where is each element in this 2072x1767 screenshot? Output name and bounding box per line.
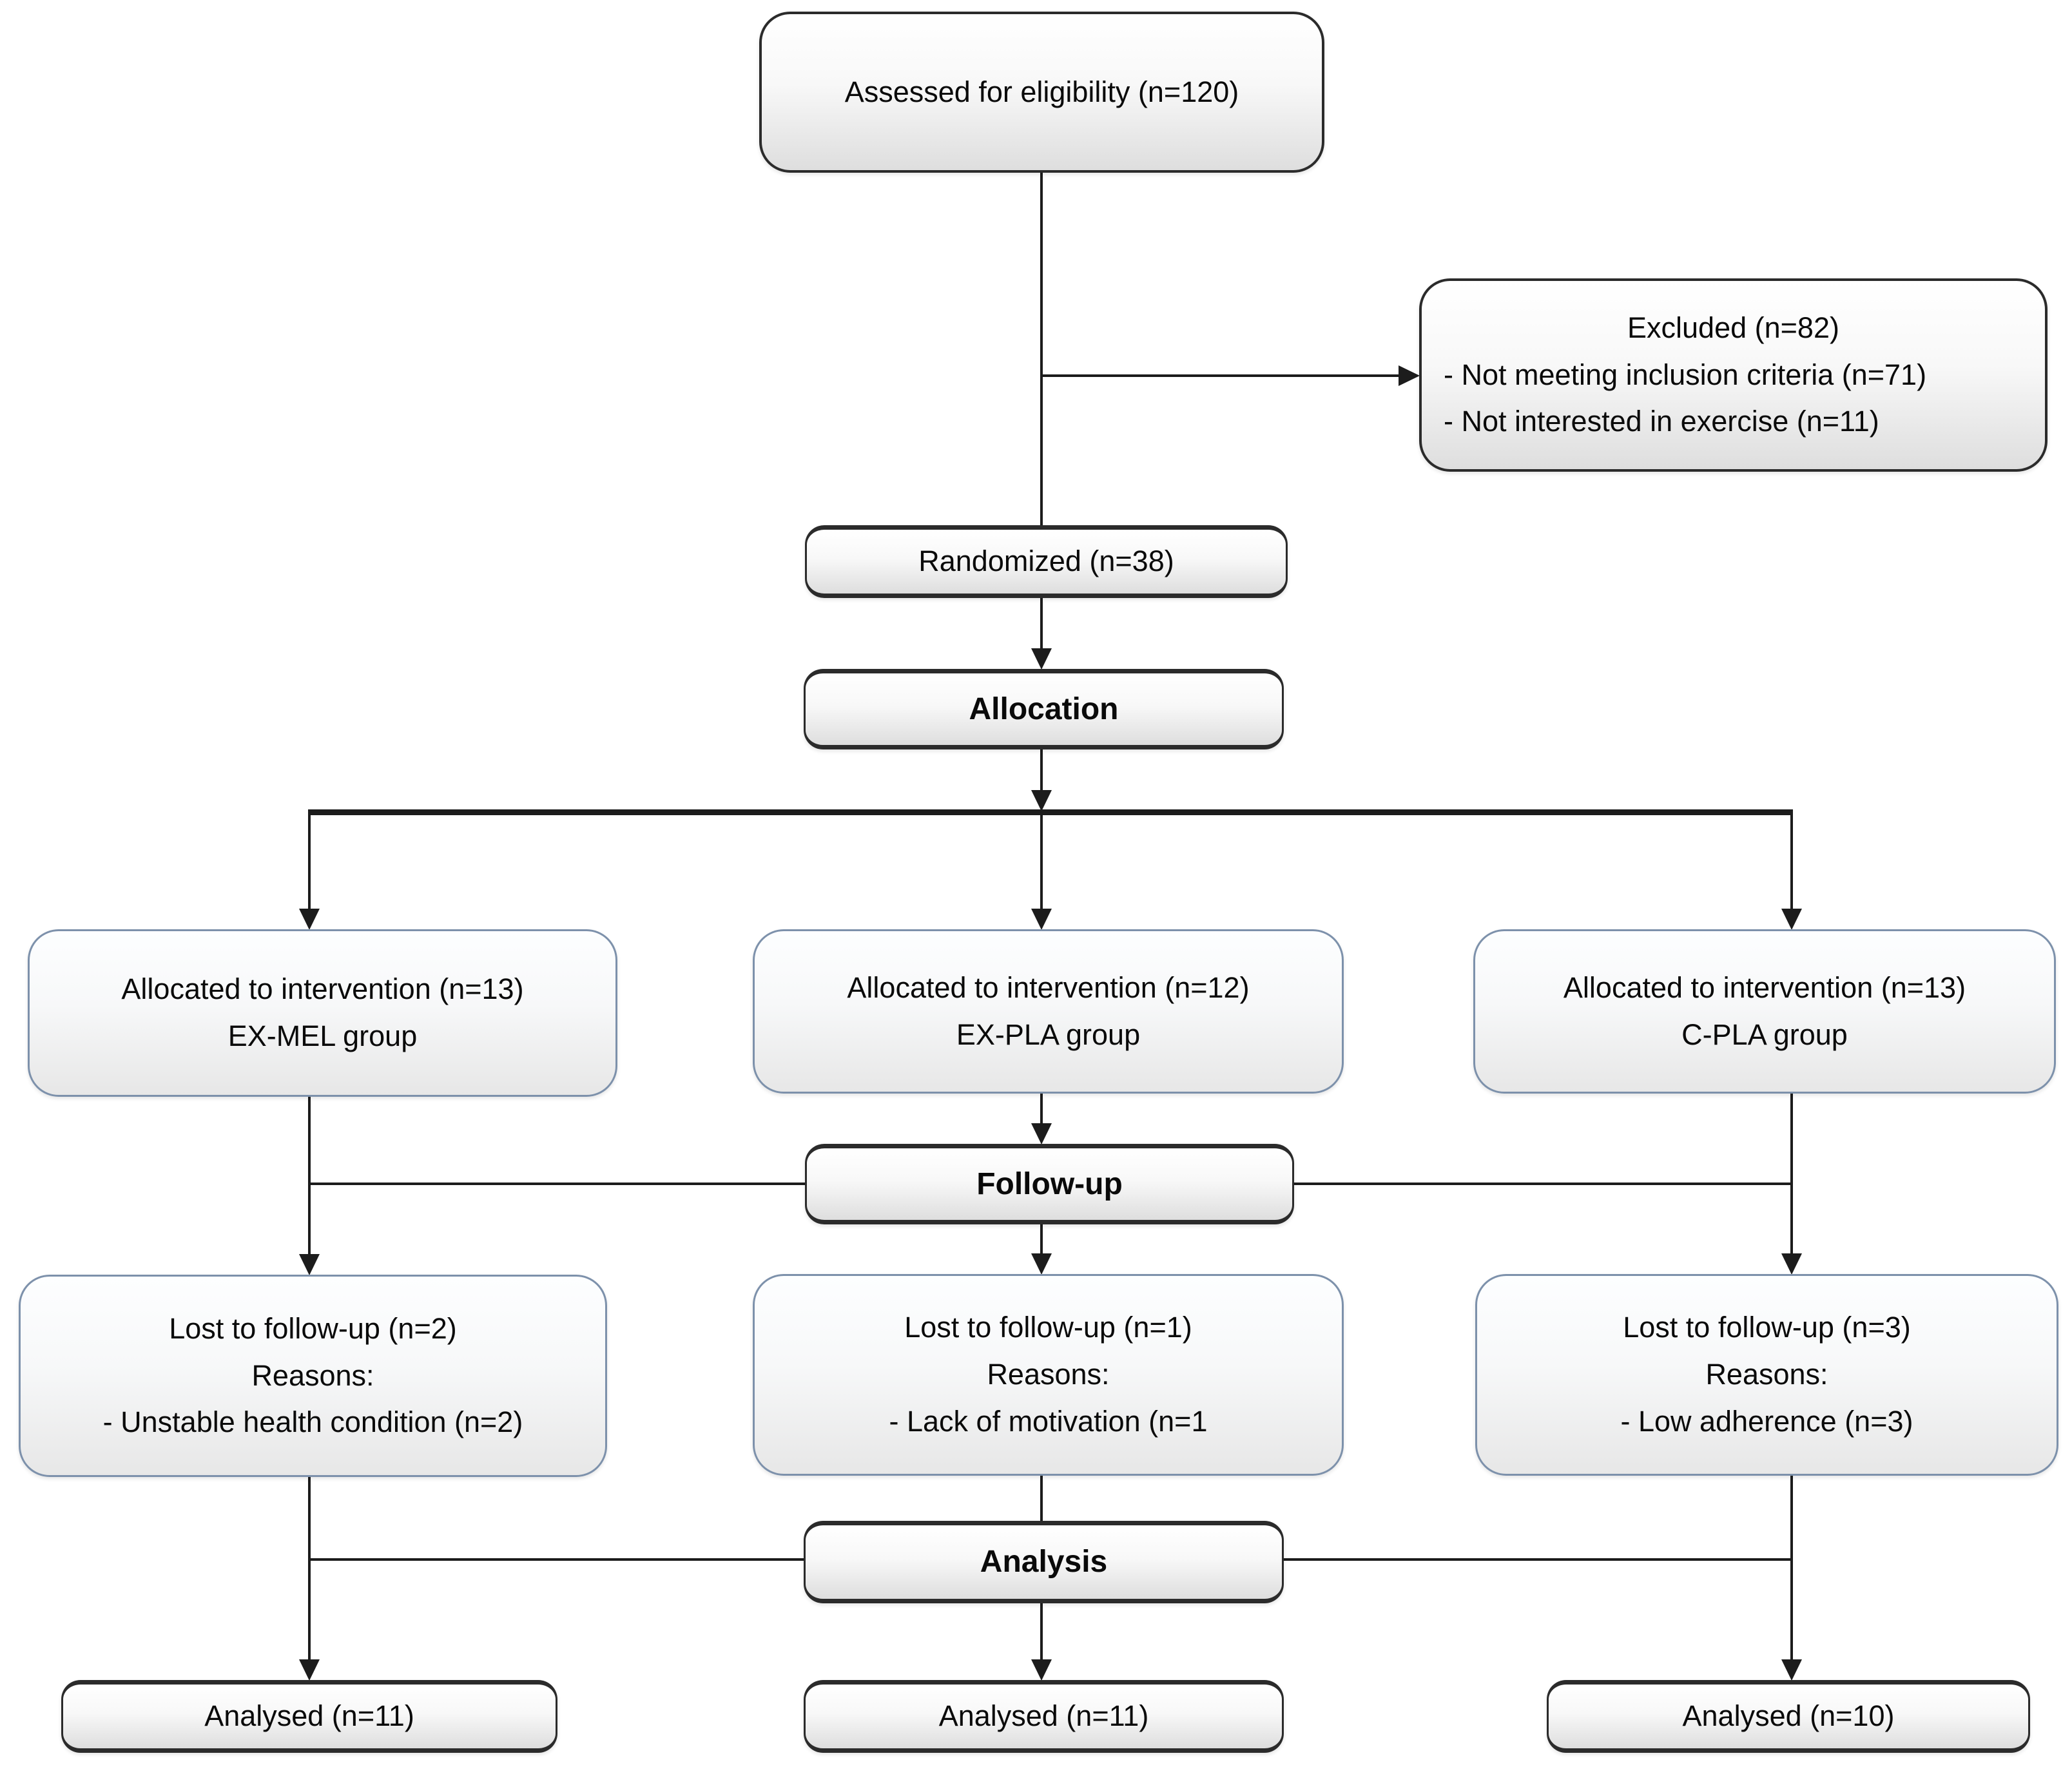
connector-lostleft-analysedleft [308,1477,311,1661]
connector-lostmid-analysis [1040,1476,1043,1521]
analysed-ex-mel-label: Analysed (n=11) [204,1699,414,1733]
box-analysed-ex-pla: Analysed (n=11) [804,1680,1284,1753]
allocated-c-pla-line2: C-PLA group [1681,1018,1848,1051]
box-followup: Follow-up [805,1144,1294,1224]
box-allocation: Allocation [804,669,1284,749]
box-excluded: Excluded (n=82) - Not meeting inclusion … [1419,278,2048,472]
allocated-ex-pla-line1: Allocated to intervention (n=12) [847,970,1250,1004]
allocated-ex-mel-line2: EX-MEL group [228,1019,418,1052]
connector-allocright-lostright [1790,1094,1793,1255]
connector-allocmid-followup [1040,1094,1043,1125]
connector-bar-alloc-right [1790,815,1793,910]
arrowhead-into-excluded [1399,365,1420,386]
box-randomized: Randomized (n=38) [805,525,1288,598]
lost-ex-mel-line3: - Unstable health condition (n=2) [102,1405,523,1439]
analysis-rail-right [1284,1558,1792,1561]
arrowhead-into-alloc-mid [1031,909,1052,930]
lost-ex-pla-line1: Lost to follow-up (n=1) [904,1311,1192,1344]
box-assessed: Assessed for eligibility (n=120) [759,12,1324,173]
excluded-title: Excluded (n=82) [1627,311,1839,344]
lost-c-pla-line1: Lost to follow-up (n=3) [1623,1311,1911,1344]
arrowhead-into-lost-mid [1031,1253,1052,1275]
analysed-c-pla-label: Analysed (n=10) [1682,1699,1895,1733]
analysis-label: Analysis [980,1545,1108,1579]
connector-assessed-randomized [1040,173,1043,525]
connector-allocation-bar [1040,749,1043,791]
lost-ex-mel-line2: Reasons: [251,1358,374,1392]
box-lost-ex-pla: Lost to follow-up (n=1) Reasons: - Lack … [753,1274,1344,1476]
arrowhead-into-lost-left [299,1254,320,1275]
connector-followup-lostmid [1040,1224,1043,1255]
followup-label: Follow-up [976,1166,1123,1201]
arrowhead-into-alloc-right [1781,909,1802,930]
lost-ex-mel-line1: Lost to follow-up (n=2) [169,1311,457,1345]
box-analysed-ex-mel: Analysed (n=11) [61,1680,557,1753]
connector-analysis-analysedmid [1040,1603,1043,1661]
analysed-ex-pla-label: Analysed (n=11) [938,1699,1149,1733]
arrowhead-into-alloc-left [299,909,320,930]
connector-bar-alloc-mid [1040,815,1043,910]
box-allocated-ex-mel: Allocated to intervention (n=13) EX-MEL … [28,929,617,1097]
box-analysed-c-pla: Analysed (n=10) [1547,1680,2030,1753]
arrowhead-into-allocation [1031,648,1052,670]
arrowhead-into-lost-right [1781,1253,1802,1275]
randomized-label: Randomized (n=38) [918,545,1174,578]
box-allocated-ex-pla: Allocated to intervention (n=12) EX-PLA … [753,929,1344,1094]
allocated-c-pla-line1: Allocated to intervention (n=13) [1563,970,1966,1004]
lost-ex-pla-line3: - Lack of motivation (n=1 [889,1404,1208,1438]
branch-bar [308,809,1793,815]
box-analysis: Analysis [804,1521,1284,1603]
excluded-reason-1: - Not meeting inclusion criteria (n=71) [1444,358,1927,391]
lost-c-pla-line3: - Low adherence (n=3) [1620,1404,1913,1438]
box-lost-c-pla: Lost to follow-up (n=3) Reasons: - Low a… [1475,1274,2058,1476]
followup-rail-right [1294,1183,1792,1185]
connector-lostright-analysedright [1790,1476,1793,1661]
followup-rail-left [309,1183,805,1185]
arrowhead-into-followup [1031,1123,1052,1144]
excluded-reason-2: - Not interested in exercise (n=11) [1444,405,1879,438]
lost-ex-pla-line2: Reasons: [987,1358,1110,1391]
arrowhead-into-analysed-mid [1031,1659,1052,1681]
arrowhead-into-bar [1031,790,1052,811]
lost-c-pla-line2: Reasons: [1705,1358,1828,1391]
arrowhead-into-analysed-left [299,1659,320,1681]
allocation-label: Allocation [969,691,1119,726]
connector-to-excluded [1041,374,1400,377]
box-lost-ex-mel: Lost to follow-up (n=2) Reasons: - Unsta… [19,1275,607,1477]
connector-allocleft-lostleft [308,1097,311,1255]
connector-bar-alloc-left [308,815,311,910]
assessed-label: Assessed for eligibility (n=120) [844,75,1239,108]
allocated-ex-pla-line2: EX-PLA group [956,1018,1141,1051]
arrowhead-into-analysed-right [1781,1659,1802,1681]
box-allocated-c-pla: Allocated to intervention (n=13) C-PLA g… [1473,929,2056,1094]
allocated-ex-mel-line1: Allocated to intervention (n=13) [121,972,524,1006]
analysis-rail-left [309,1558,804,1561]
connector-randomized-allocation [1040,598,1043,650]
